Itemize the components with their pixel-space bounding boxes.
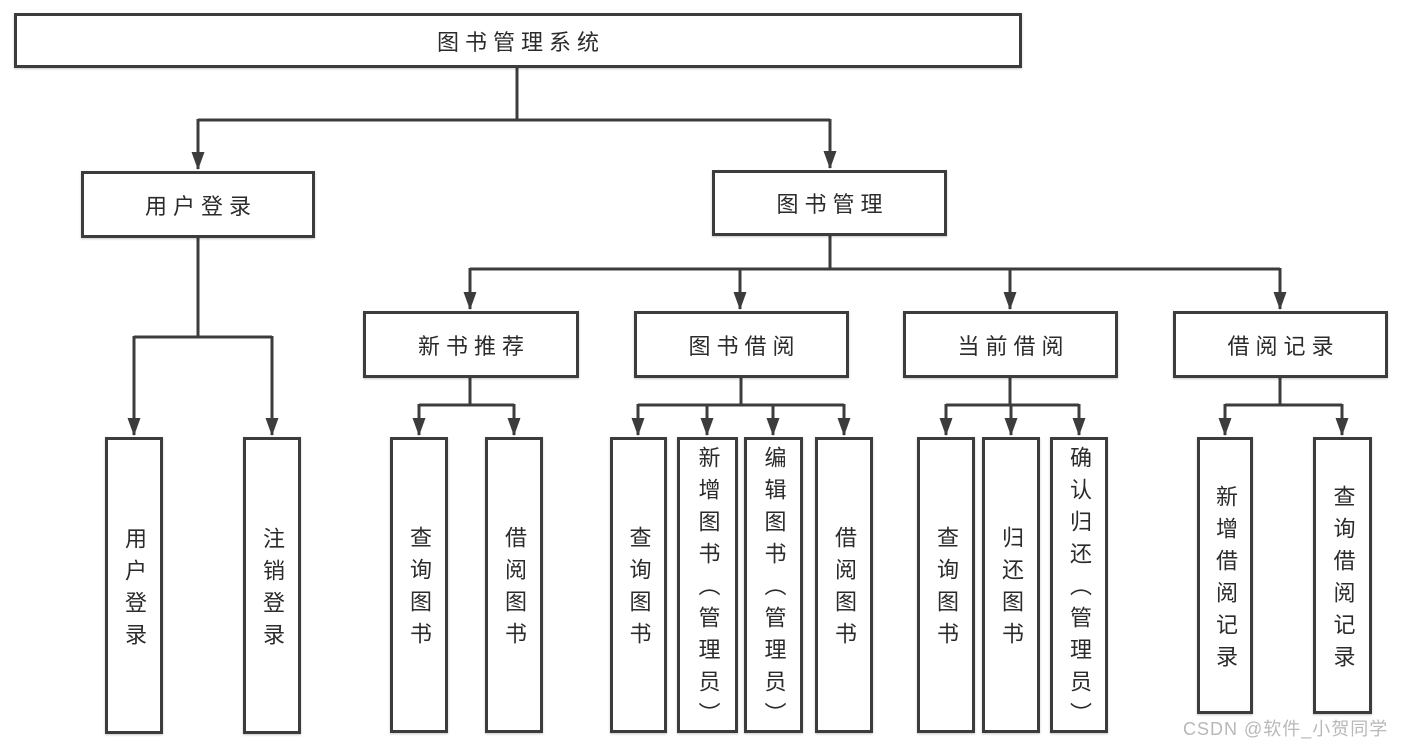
leaf-br-query-record: 查询借阅记录 (1313, 437, 1372, 714)
edge-book-borrow-branch (638, 378, 844, 407)
node-current-borrow: 当前借阅 (903, 311, 1118, 378)
edge-book-management-branch (470, 236, 1280, 271)
leaf-br-add-record-label: 新增借阅记录 (1213, 484, 1238, 677)
leaf-bb-add-books-label: 新增图书（管理员） (695, 446, 721, 734)
leaf-user-login-label: 用户登录 (122, 526, 147, 655)
leaf-cb-confirm-return: 确认归还（管理员） (1050, 437, 1108, 734)
node-book-management-label: 图书管理 (776, 192, 889, 217)
leaf-br-add-record: 新增借阅记录 (1197, 437, 1253, 714)
edge-new-book-recommend-branch (419, 378, 514, 407)
node-borrow-records-label: 借阅记录 (1227, 333, 1340, 359)
leaf-br-query-record-label: 查询借阅记录 (1330, 484, 1356, 677)
leaf-cb-confirm-return-label: 确认归还（管理员） (1067, 446, 1092, 734)
leaf-cb-query-books: 查询图书 (917, 437, 975, 733)
edge-user-login-branch (134, 238, 272, 339)
node-new-book-recommend: 新书推荐 (363, 311, 579, 378)
node-book-borrow: 图书借阅 (634, 311, 849, 378)
edge-current-borrow-branch (946, 378, 1079, 407)
leaf-bb-borrow-books-label: 借阅图书 (832, 526, 857, 654)
leaf-nbr-query-books: 查询图书 (390, 437, 448, 733)
node-book-management: 图书管理 (712, 170, 947, 236)
leaf-nbr-query-books-label: 查询图书 (407, 526, 432, 654)
node-root: 图书管理系统 (14, 13, 1022, 68)
node-user-login-label: 用户登录 (144, 193, 257, 219)
leaf-bb-borrow-books: 借阅图书 (815, 437, 873, 733)
node-book-borrow-label: 图书借阅 (688, 333, 801, 359)
leaf-user-login: 用户登录 (105, 437, 163, 734)
leaf-cb-query-books-label: 查询图书 (934, 526, 959, 654)
leaf-bb-add-books: 新增图书（管理员） (677, 437, 738, 734)
leaf-bb-query-books: 查询图书 (610, 437, 667, 733)
leaf-bb-query-books-label: 查询图书 (626, 526, 652, 654)
leaf-nbr-borrow-books: 借阅图书 (485, 437, 543, 733)
leaf-nbr-borrow-books-label: 借阅图书 (502, 526, 527, 654)
leaf-logout-label: 注销登录 (260, 526, 285, 655)
node-current-borrow-label: 当前借阅 (957, 333, 1070, 359)
node-root-label: 图书管理系统 (436, 29, 605, 55)
node-user-login: 用户登录 (81, 171, 315, 238)
leaf-bb-edit-books-label: 编辑图书（管理员） (761, 446, 787, 734)
leaf-cb-return-books-label: 归还图书 (999, 526, 1024, 654)
leaf-cb-return-books: 归还图书 (982, 437, 1040, 733)
node-borrow-records: 借阅记录 (1173, 311, 1388, 378)
leaf-logout: 注销登录 (243, 437, 301, 734)
edge-root-branch (198, 68, 830, 122)
leaf-bb-edit-books: 编辑图书（管理员） (744, 437, 803, 734)
edge-borrow-records-branch (1225, 378, 1342, 407)
node-new-book-recommend-label: 新书推荐 (417, 333, 530, 359)
csdn-watermark: CSDN @软件_小贺同学 (1183, 719, 1389, 739)
